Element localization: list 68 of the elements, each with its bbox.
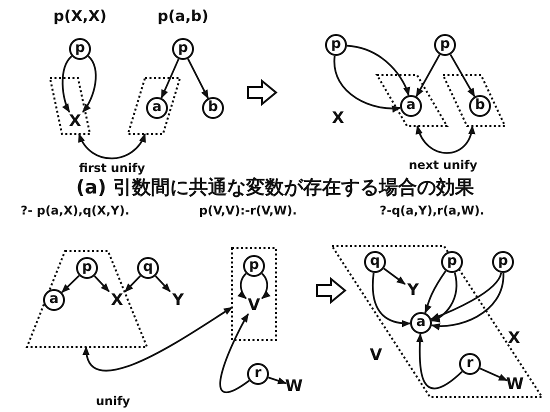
section-caption: (a) 引数間に共通な変数が存在する場合の効果 [76,178,474,198]
arrow [424,270,446,314]
clause-text: ?- p(a,X),q(X,Y). [20,204,130,218]
node-caption: p(a,b) [158,8,208,24]
edge-label: first unify [76,161,148,175]
arrow [238,272,247,300]
arrow [430,272,502,320]
term-circle: b [202,97,224,119]
term-circle: p [76,257,98,279]
term-circle: r [459,353,481,375]
term-circle: p [69,38,91,60]
variable-label: X [332,109,344,127]
dashed-parallelogram [377,75,447,126]
arrow [61,275,80,293]
arrow [383,268,406,285]
arrow [220,313,250,393]
arrow [416,333,463,390]
variable-label: Y [405,281,421,299]
arrow [334,56,402,112]
arrow [346,44,410,96]
variable-label: W [286,377,302,395]
arrow [430,272,504,330]
term-circle: p [492,251,514,273]
variable-label: W [507,375,523,393]
term-circle: b [469,95,491,117]
arrow [187,58,209,99]
edge-label: next unify [406,158,480,172]
clause-text: ?-q(a,Y),r(a,W). [380,204,484,218]
arrow [94,275,110,292]
term-circle: a [43,289,65,311]
edge-label: unify [94,394,132,408]
term-circle: p [434,34,456,56]
variable-label: Y [170,291,186,309]
arrow [124,275,141,292]
dashed-parallelogram [50,78,90,134]
double-arrow [84,306,233,372]
term-circle: p [243,255,265,277]
term-circle: p [172,38,194,60]
variable-label: X [508,329,520,347]
term-circle: p [325,34,347,56]
variable-label: V [370,346,382,364]
arrow [268,376,287,384]
variable-label: X [67,112,83,130]
arrow [450,54,476,98]
double-arrow [416,125,474,154]
term-circle: a [146,97,168,119]
arrow [160,58,180,99]
dashed-parallelogram [128,78,180,134]
arrow [480,368,508,382]
arrow [82,56,97,113]
term-circle: q [364,251,386,273]
variable-label: V [246,296,262,314]
node-caption: p(X,X) [53,8,107,24]
dashed-parallelogram [443,75,505,126]
dashed-rectangle [232,248,276,340]
term-circle: a [400,95,422,117]
term-circle: a [410,312,432,334]
double-arrow [78,133,146,160]
arrow [430,272,458,322]
arrow [62,56,72,113]
arrow [154,275,171,292]
arrow [261,272,270,300]
variable-label: X [109,291,125,309]
clause-text: p(V,V):-r(V,W). [199,204,297,218]
term-circle: r [247,363,269,385]
arrow [372,272,411,327]
term-circle: q [137,257,159,279]
arrow [416,54,440,98]
